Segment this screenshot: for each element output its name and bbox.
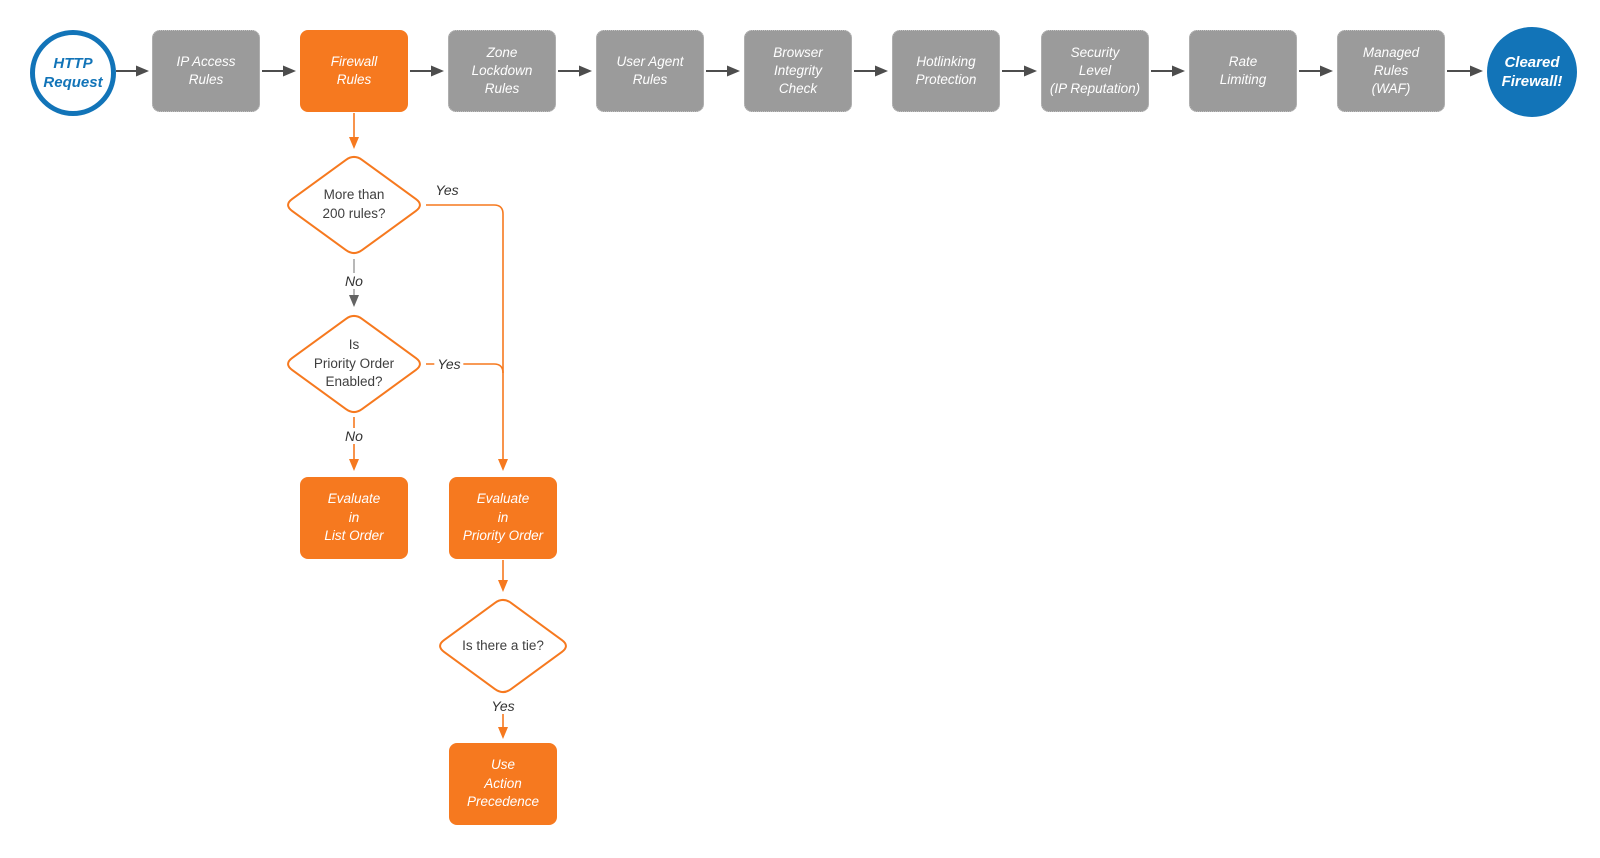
end-node-label: Cleared Firewall! <box>1501 53 1563 91</box>
action-label: Use Action Precedence <box>466 757 540 810</box>
end-node-cleared-firewall: Cleared Firewall! <box>1487 27 1577 117</box>
action-evaluate-in-list-order: Evaluate in List Order <box>300 477 408 559</box>
stage-label: User Agent Rules <box>616 54 684 87</box>
stage-label: Zone Lockdown Rules <box>471 45 533 96</box>
decision-label: Is there a tie? <box>462 637 544 653</box>
decision-priority-order-enabled: Is Priority Order Enabled? <box>282 311 426 417</box>
stage-label: IP Access Rules <box>176 54 236 87</box>
stage-label: Browser Integrity Check <box>773 45 823 96</box>
edge-label-decision1-no: No <box>342 273 366 289</box>
stage-managed-rules-waf: Managed Rules (WAF) <box>1337 30 1445 112</box>
stage-firewall-rules: Firewall Rules <box>300 30 408 112</box>
action-evaluate-in-priority-order: Evaluate in Priority Order <box>449 477 557 559</box>
stage-label: Hotlinking Protection <box>915 54 977 87</box>
stage-browser-integrity-check: Browser Integrity Check <box>744 30 852 112</box>
action-use-action-precedence: Use Action Precedence <box>449 743 557 825</box>
start-node-label: HTTP Request <box>43 54 103 92</box>
stage-user-agent-rules: User Agent Rules <box>596 30 704 112</box>
stage-rate-limiting: Rate Limiting <box>1189 30 1297 112</box>
diamond-shape <box>287 314 421 414</box>
stage-label: Rate Limiting <box>1219 54 1267 87</box>
stage-label: Firewall Rules <box>330 54 378 87</box>
edge-label-decision1-yes: Yes <box>432 182 462 198</box>
decision-is-there-a-tie: Is there a tie? <box>434 595 572 697</box>
stage-label: Security Level (IP Reputation) <box>1049 45 1141 96</box>
edge-label-decision3-yes: Yes <box>488 698 518 714</box>
stage-hotlinking-protection: Hotlinking Protection <box>892 30 1000 112</box>
decision-label: More than 200 rules? <box>322 187 386 221</box>
action-label: Evaluate in List Order <box>324 491 384 544</box>
action-label: Evaluate in Priority Order <box>462 491 544 544</box>
diamond-shape <box>439 598 567 694</box>
stage-label: Managed Rules (WAF) <box>1362 45 1420 96</box>
stage-ip-access-rules: IP Access Rules <box>152 30 260 112</box>
edge-label-decision2-yes: Yes <box>434 356 464 372</box>
decision-label: Is Priority Order Enabled? <box>313 336 395 390</box>
edge-label-decision2-no: No <box>342 428 366 444</box>
stage-zone-lockdown-rules: Zone Lockdown Rules <box>448 30 556 112</box>
stage-security-level-ip-reputation: Security Level (IP Reputation) <box>1041 30 1149 112</box>
diamond-shape <box>287 155 421 255</box>
start-node-http-request: HTTP Request <box>30 30 116 116</box>
decision-more-than-200-rules: More than 200 rules? <box>282 152 426 258</box>
edge-decision1-yes <box>426 204 508 471</box>
